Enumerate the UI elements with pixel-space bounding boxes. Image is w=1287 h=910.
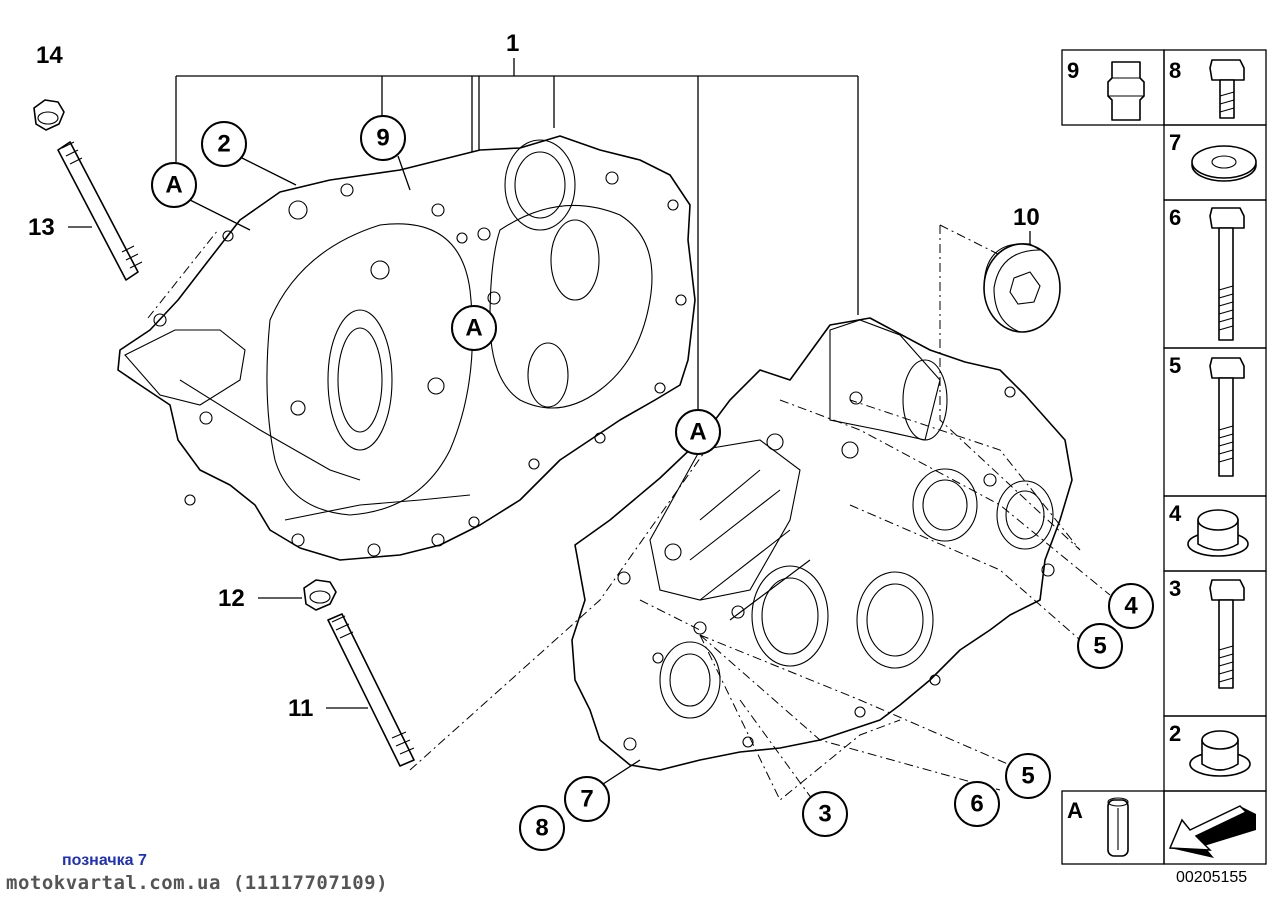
svg-text:4: 4: [1124, 593, 1138, 620]
callout-a-1: A: [151, 162, 197, 208]
nut-14: [33, 99, 65, 131]
legend-label-4: 4: [1169, 501, 1182, 526]
callout-2: 2: [201, 121, 247, 167]
legend-label-2: 2: [1169, 721, 1181, 746]
callout-13: 13: [28, 214, 55, 241]
caption-label: позначка 7: [62, 852, 147, 869]
bubble-leaders: [189, 155, 641, 787]
plain-callouts: 14 13 12 11 10 1: [28, 30, 1040, 722]
callout-4: 4: [1108, 583, 1154, 629]
flange-bolt-icon: [1209, 579, 1245, 689]
legend-label-7: 7: [1169, 130, 1181, 155]
svg-text:2: 2: [217, 131, 230, 158]
svg-text:5: 5: [1093, 633, 1106, 660]
plug-screw-icon: [1107, 61, 1145, 121]
parts-legend: 9 8 7 6 5: [1061, 49, 1267, 865]
svg-text:A: A: [465, 315, 482, 342]
callout-7: 7: [564, 776, 610, 822]
callout-12: 12: [218, 585, 245, 612]
svg-text:5: 5: [1021, 763, 1034, 790]
legend-label-3: 3: [1169, 576, 1181, 601]
legend-label-5: 5: [1169, 353, 1181, 378]
hex-bolt-short-icon: [1209, 59, 1245, 119]
callout-5-upper: 5: [1077, 623, 1123, 669]
callout-1: 1: [506, 30, 519, 57]
callout-9: 9: [360, 115, 406, 161]
callout-6: 6: [954, 781, 1000, 827]
legend-cell-arrow: [1163, 790, 1267, 865]
plug-10: [983, 243, 1061, 333]
callout-11: 11: [288, 695, 313, 722]
stud-13: [57, 141, 143, 281]
right-crankcase-half: [571, 317, 1073, 771]
callout-3: 3: [802, 791, 848, 837]
legend-label-8: 8: [1169, 58, 1181, 83]
callout-5-lower: 5: [1005, 753, 1051, 799]
medium-bolt-icon: [1209, 357, 1245, 477]
diagram-id: 00205155: [1176, 869, 1248, 886]
callout-a-3: A: [675, 409, 721, 455]
stud-11: [327, 613, 415, 767]
callout-8: 8: [519, 805, 565, 851]
svg-text:A: A: [165, 172, 182, 199]
nut-12: [303, 579, 337, 611]
svg-text:3: 3: [818, 801, 831, 828]
assembly-lines: [147, 224, 1111, 811]
callout-bubbles: 2 9 A A A 4 5 5: [151, 115, 1154, 851]
svg-text:7: 7: [580, 786, 593, 813]
dowel-pin-icon: [1107, 797, 1129, 857]
callout-a-2: A: [451, 305, 497, 351]
left-crankcase-half: [117, 135, 696, 561]
legend-label-a: A: [1067, 798, 1083, 823]
svg-text:6: 6: [970, 791, 983, 818]
callout-10: 10: [1013, 204, 1040, 231]
svg-text:9: 9: [376, 125, 389, 152]
svg-text:8: 8: [535, 815, 548, 842]
callout-14: 14: [36, 42, 63, 69]
legend-label-6: 6: [1169, 205, 1181, 230]
legend-label-9: 9: [1067, 58, 1079, 83]
long-bolt-icon: [1209, 207, 1245, 341]
view-direction-arrow-icon: [1168, 805, 1256, 858]
sleeve-icon: [1189, 730, 1251, 777]
dowel-sleeve-icon: [1187, 509, 1249, 557]
washer-icon: [1191, 145, 1257, 182]
svg-text:A: A: [689, 419, 706, 446]
source-watermark: motokvartal.com.ua (11117707109): [6, 872, 389, 894]
